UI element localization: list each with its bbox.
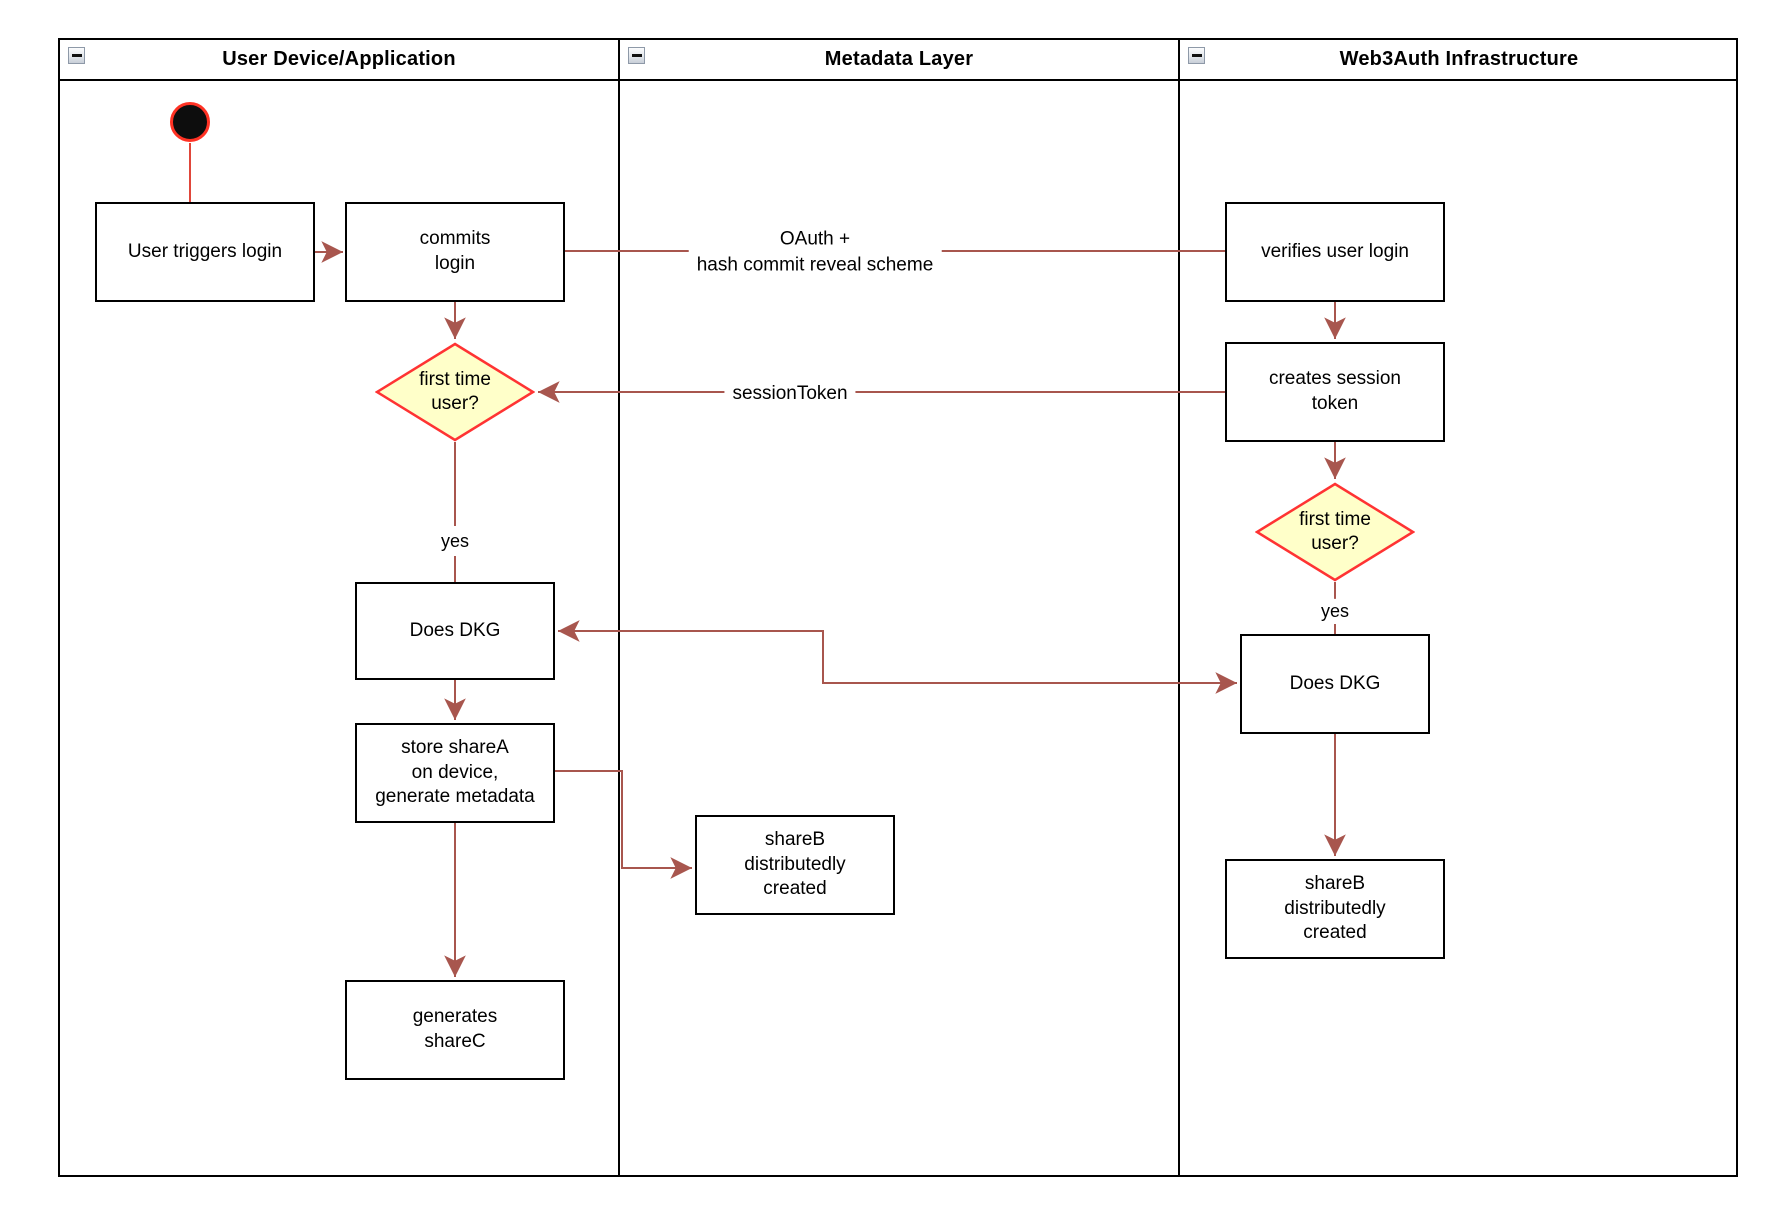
lane-title-metadata-layer: Metadata Layer [824, 47, 974, 70]
node-share-b-infra[interactable]: shareB distributedly created [1225, 859, 1445, 959]
collapse-icon[interactable] [628, 47, 645, 64]
diamond-shape [1255, 482, 1415, 582]
node-user-triggers-login[interactable]: User triggers login [95, 202, 315, 302]
lane-header-web3auth-infra[interactable]: Web3Auth Infrastructure [1180, 38, 1738, 80]
decision-first-time-user-device[interactable]: first time user? [375, 342, 535, 442]
node-creates-session-token[interactable]: creates session token [1225, 342, 1445, 442]
node-does-dkg-device[interactable]: Does DKG [355, 582, 555, 680]
start-state-node[interactable] [170, 102, 210, 142]
node-generates-share-c[interactable]: generates shareC [345, 980, 565, 1080]
edge-label-oauth: OAuth + hash commit reveal scheme [688, 225, 942, 279]
decision-label: first time user? [1299, 509, 1371, 554]
lane-divider-2 [1178, 38, 1180, 1177]
collapse-icon[interactable] [1188, 47, 1205, 64]
collapse-icon[interactable] [68, 47, 85, 64]
diamond-shape [375, 342, 535, 442]
node-commits-login[interactable]: commits login [345, 202, 565, 302]
minus-glyph [631, 54, 642, 57]
node-share-b-metadata[interactable]: shareB distributedly created [695, 815, 895, 915]
decision-label: first time user? [419, 369, 491, 414]
minus-glyph [71, 54, 82, 57]
decision-first-time-user-infra[interactable]: first time user? [1255, 482, 1415, 582]
node-store-share-a[interactable]: store shareA on device, generate metadat… [355, 723, 555, 823]
node-verifies-user-login[interactable]: verifies user login [1225, 202, 1445, 302]
edge-label-session-token: sessionToken [724, 380, 856, 408]
lane-title-user-device: User Device/Application [222, 47, 456, 70]
node-does-dkg-infra[interactable]: Does DKG [1240, 634, 1430, 734]
edge-label-yes-infra: yes [1316, 598, 1354, 624]
lane-header-separator [58, 79, 1738, 81]
edge-label-yes-device: yes [436, 528, 474, 554]
lane-title-web3auth-infra: Web3Auth Infrastructure [1339, 47, 1579, 70]
lane-header-user-device[interactable]: User Device/Application [60, 38, 618, 80]
lane-header-metadata-layer[interactable]: Metadata Layer [620, 38, 1178, 80]
lane-divider-1 [618, 38, 620, 1177]
minus-glyph [1191, 54, 1202, 57]
